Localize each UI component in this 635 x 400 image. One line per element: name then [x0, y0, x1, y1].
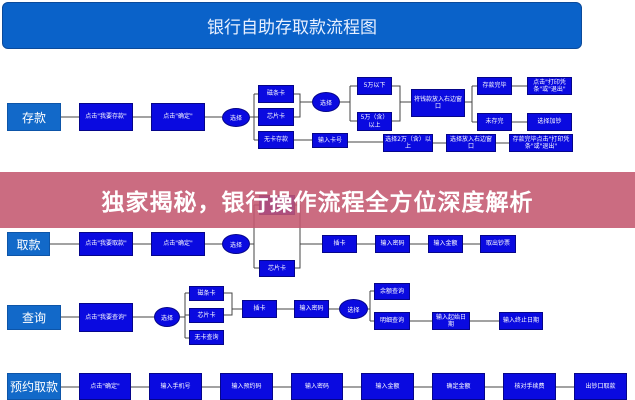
click-query-box: 点击"我要查询" — [79, 303, 133, 332]
reserve-step: 输入预约码 — [220, 373, 273, 400]
reserve-step: 输入手机号 — [149, 373, 202, 400]
reserve-label: 预约取款 — [7, 373, 61, 400]
detail-query-box: 明细查询 — [374, 312, 410, 330]
enter-card-no-box: 输入卡号 — [312, 133, 348, 148]
select-20k-box: 选择2万（含）以上 — [383, 134, 433, 152]
start-date-box: 输入起始日期 — [432, 312, 470, 330]
take-cash-box: 取出钞票 — [480, 235, 516, 253]
deposit-done-box: 存款完毕 — [477, 77, 512, 95]
balance-query-box: 余额查询 — [374, 283, 410, 300]
add-cash-box: 选择加钞 — [527, 113, 572, 131]
not-done-box: 未存完 — [477, 113, 512, 131]
query-label: 查询 — [7, 305, 61, 330]
click-deposit-box: 点击"我要存款" — [79, 103, 133, 131]
over-50k-box: 5万（含）以上 — [357, 112, 392, 131]
print-or-exit-box: 点击"打印凭条"或"退出" — [527, 77, 572, 95]
magstripe-box: 磁条卡 — [189, 286, 224, 301]
put-cash-box: 将钱款放入右边窗口 — [411, 89, 465, 117]
enter-password-box: 输入密码 — [294, 300, 329, 318]
select-node: 选择 — [339, 299, 368, 319]
put-right-box: 选择放入右边窗口 — [446, 134, 496, 152]
deposit-label: 存款 — [7, 103, 61, 131]
magstripe-box: 磁条卡 — [258, 85, 294, 103]
cardless-query-box: 无卡查询 — [189, 330, 224, 345]
click-confirm-box: 点击"确定" — [151, 232, 205, 256]
chip-box: 芯片卡 — [189, 308, 224, 323]
enter-password-box: 输入密码 — [375, 235, 410, 253]
chip-box: 芯片卡 — [258, 108, 294, 126]
reserve-step: 输入金额 — [361, 373, 414, 400]
select-node: 选择 — [222, 108, 250, 127]
under-50k-box: 5万以下 — [357, 77, 392, 95]
reserve-step: 点击"确定" — [79, 373, 131, 400]
insert-card-box: 插卡 — [322, 235, 357, 253]
select-node: 选择 — [154, 307, 180, 327]
reserve-step: 核对手续费 — [503, 373, 556, 400]
reserve-step: 出钞口取款 — [574, 373, 627, 400]
reserve-step: 确定金额 — [432, 373, 485, 400]
headline-banner: 独家揭秘，银行操作流程全方位深度解析 — [0, 172, 635, 228]
click-confirm-box: 点击"确定" — [151, 103, 205, 131]
done-print-box: 存款完毕点击"打印凭条"或"退出" — [509, 134, 573, 152]
end-date-box: 输入终止日期 — [499, 312, 543, 330]
reserve-step: 输入密码 — [291, 373, 343, 400]
enter-amount-box: 输入金额 — [428, 235, 463, 253]
select-node: 选择 — [222, 234, 250, 254]
cardless-box: 无卡存款 — [258, 131, 294, 149]
click-withdraw-box: 点击"我要取款" — [79, 232, 133, 256]
insert-card-box: 插卡 — [242, 300, 277, 318]
page-title: 银行自助存取款流程图 — [2, 2, 582, 49]
withdraw-label: 取款 — [7, 232, 50, 256]
select-node: 选择 — [312, 92, 340, 112]
chip-box: 芯片卡 — [259, 260, 295, 277]
